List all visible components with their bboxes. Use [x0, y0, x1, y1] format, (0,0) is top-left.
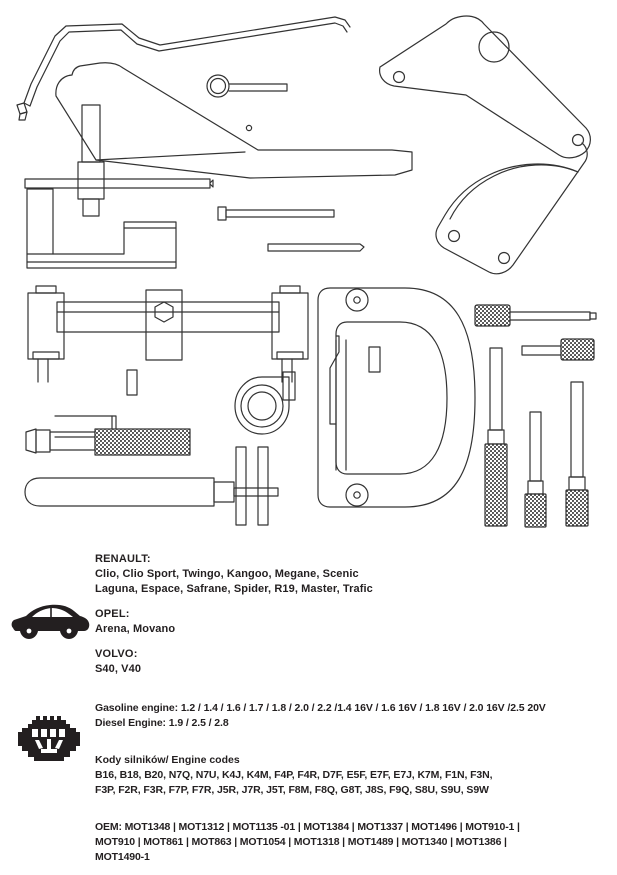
lever-handle-tool: [55, 62, 413, 179]
small-vertical-bar: [126, 369, 138, 396]
model-line: Arena, Movano: [95, 623, 176, 635]
model-line: Laguna, Espace, Safrane, Spider, R19, Ma…: [95, 583, 373, 595]
brand-name-opel: OPEL:: [95, 608, 130, 620]
clamp-bar-assembly: [27, 285, 309, 383]
knurled-extension-pin: [504, 311, 597, 321]
tool-illustration: [16, 15, 597, 528]
knurled-short-pin: [521, 345, 562, 356]
application-volvo: VOLVO: S40, V40: [95, 647, 605, 677]
l-shaped-plate: [26, 188, 177, 269]
diesel-engine-line: Diesel Engine: 1.9 / 2.5 / 2.8: [95, 717, 229, 729]
bent-rod-tool: [16, 16, 351, 121]
oem-line: MOT1490-1: [95, 851, 150, 863]
timing-pin-long: [487, 347, 505, 445]
oem-reference-section: OEM: MOT1348 | MOT1312 | MOT1135 -01 | M…: [95, 820, 605, 865]
bolt-short: [267, 243, 365, 252]
application-opel: OPEL: Arena, Movano: [95, 607, 605, 637]
specification-sheet: RENAULT: Clio, Clio Sport, Twingo, Kango…: [0, 552, 617, 863]
application-text-column: RENAULT: Clio, Clio Sport, Twingo, Kango…: [95, 552, 605, 875]
gasoline-engine-line: Gasoline engine: 1.2 / 1.4 / 1.6 / 1.7 /…: [95, 702, 546, 714]
curved-bracket-plate: [435, 142, 588, 275]
timing-pin-short: [568, 381, 586, 491]
brand-name-renault: RENAULT:: [95, 553, 151, 565]
vertical-pin-tool: [24, 104, 214, 217]
pulley-holder-tool: [234, 371, 296, 435]
rounded-rod-tool: [24, 477, 279, 507]
oem-line: MOT910 | MOT861 | MOT863 | MOT1054 | MOT…: [95, 836, 507, 848]
triangular-bracket-plate: [379, 15, 591, 159]
engine-displacements: Gasoline engine: 1.2 / 1.4 / 1.6 / 1.7 /…: [95, 701, 605, 731]
model-line: S40, V40: [95, 663, 142, 675]
engine-icon: [10, 715, 90, 763]
c-clamp-body: [317, 287, 476, 508]
engine-codes-line: F3P, F2R, F3R, F7P, F7R, J5R, J7R, J5T, …: [95, 784, 489, 796]
dual-collar-discs: [235, 446, 269, 526]
bolt-long: [217, 206, 335, 221]
brand-name-volvo: VOLVO:: [95, 648, 138, 660]
model-line: Clio, Clio Sport, Twingo, Kangoo, Megane…: [95, 568, 359, 580]
oem-line: OEM: MOT1348 | MOT1312 | MOT1135 -01 | M…: [95, 821, 520, 833]
engine-codes-section: Kody silników/ Engine codes B16, B18, B2…: [95, 753, 605, 798]
timing-pin-medium: [527, 411, 544, 495]
engine-codes-title: Kody silników/ Engine codes: [95, 754, 240, 766]
application-renault: RENAULT: Clio, Clio Sport, Twingo, Kango…: [95, 552, 605, 597]
small-vertical-bar-right: [368, 346, 381, 373]
car-icon: [10, 604, 90, 640]
engine-codes-line: B16, B18, B20, N7Q, N7U, K4J, K4M, F4P, …: [95, 769, 493, 781]
